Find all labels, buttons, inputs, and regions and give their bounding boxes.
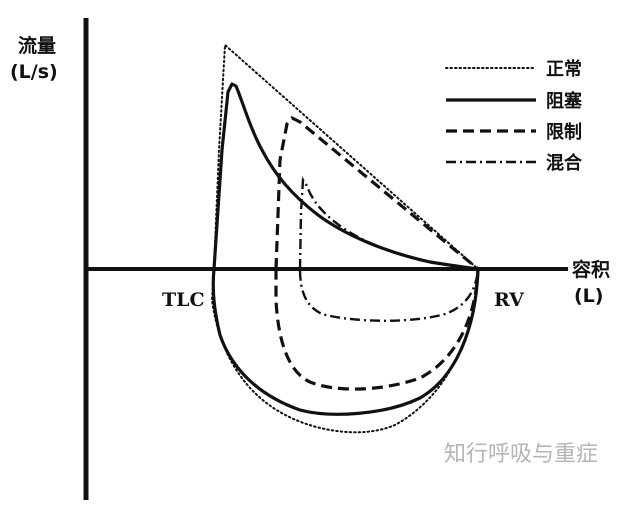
watermark: 知行呼吸与重症 (444, 442, 598, 467)
x-axis-label-line1: 容积 (572, 258, 610, 281)
x-axis-label-line2: (L) (574, 285, 603, 307)
legend-label-restrictive: 限制 (546, 122, 582, 143)
restrictive-curve (274, 116, 480, 391)
legend-label-mixed: 混合 (546, 152, 583, 174)
legend-label-obstructive: 阻塞 (546, 90, 583, 112)
rv-label: RV (494, 289, 525, 311)
y-axis-label-line2: (L/s) (10, 61, 58, 83)
tlc-label: TLC (162, 289, 205, 311)
normal-curve (210, 42, 479, 434)
legend: 正常 阻塞 限制 混合 (445, 58, 583, 174)
legend-label-normal: 正常 (546, 58, 582, 80)
y-axis-label-line1: 流量 (18, 34, 56, 57)
mixed-curve (298, 176, 480, 322)
